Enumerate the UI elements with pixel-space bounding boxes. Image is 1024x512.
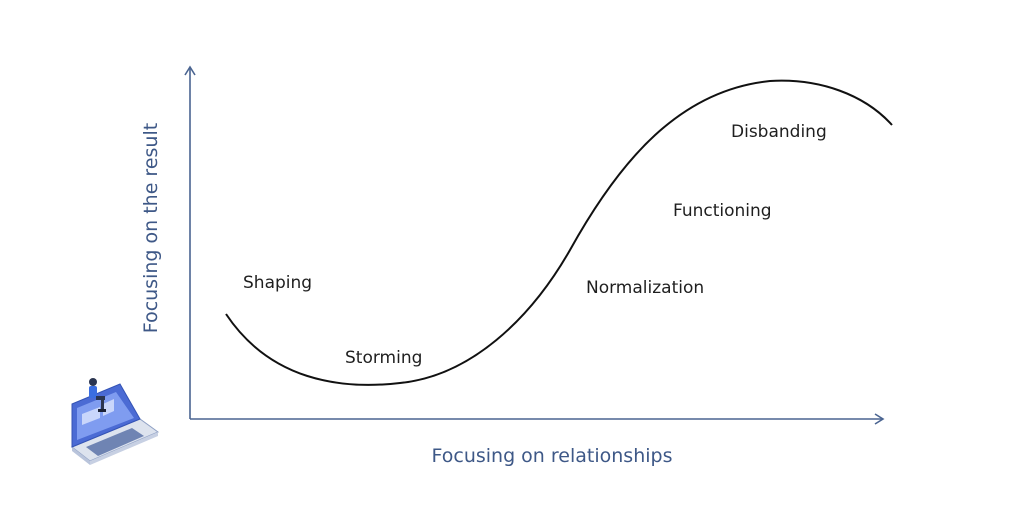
stage-label-functioning: Functioning — [673, 201, 772, 221]
stage-label-shaping: Shaping — [243, 273, 312, 293]
stage-label-storming: Storming — [345, 348, 422, 368]
x-axis-label: Focusing on relationships — [432, 445, 673, 467]
stage-label-disbanding: Disbanding — [731, 122, 827, 142]
y-axis-label: Focusing on the result — [140, 123, 162, 333]
team-development-curve — [225, 79, 893, 386]
y-axis-arrow-icon — [184, 65, 196, 76]
laptop-person-icon — [71, 378, 160, 465]
stage-label-normalization: Normalization — [586, 278, 704, 298]
x-axis-arrow-icon — [874, 413, 885, 425]
